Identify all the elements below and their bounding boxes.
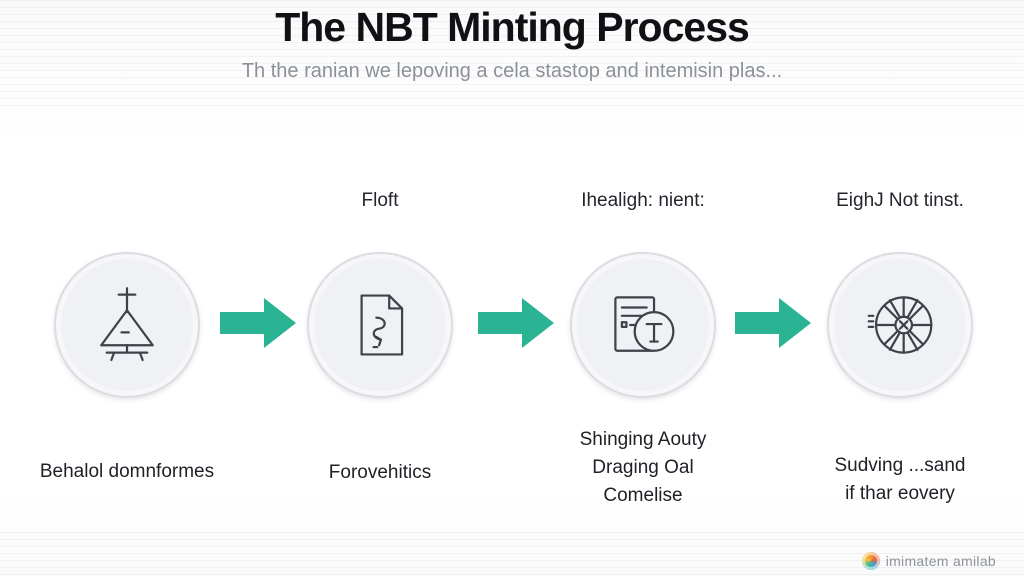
step-4-bottom-label: Sudving ...sand if thar eovery [834,455,966,504]
logo-text: imimatem amilab [885,553,996,569]
step-2-top-label: Floft [361,190,399,211]
arrow-right-icon [735,298,811,348]
step-3-circle [570,252,716,398]
branding-watermark: imimatem amilab [861,552,996,570]
step-2-bottom-label: Forovehitics [328,462,432,483]
logo-icon [861,552,880,570]
arrow-right-icon [220,298,296,348]
step-3-bottom-label: Shinging Aouty Draging Oal Comelise [579,429,707,506]
document-magnifier-icon [614,296,675,352]
process-step-2: Floft Forovehitics [260,0,500,576]
step-4-circle [827,252,973,398]
step-1-circle [54,252,200,398]
arrow-right-icon [478,298,554,348]
step-4-top-label: EighJ Not tinst. [836,190,964,211]
process-step-1: Behalol domnformes [7,0,247,576]
mountain-flag-icon [100,287,154,362]
process-step-3: Ihealigh: nient: Shinging Aouty Draging … [523,0,763,576]
page-subtitle: Th the ranian we lepoving a cela stastop… [241,60,783,82]
process-step-4: EighJ Not tinst. [780,0,1020,576]
step-3-top-label: Ihealigh: nient: [581,190,705,211]
page-title: The NBT Minting Process [275,4,750,50]
document-hook-icon [360,294,404,356]
step-2-circle [307,252,453,398]
radial-wheel-icon [867,296,933,354]
step-1-bottom-label: Behalol domnformes [39,461,215,482]
